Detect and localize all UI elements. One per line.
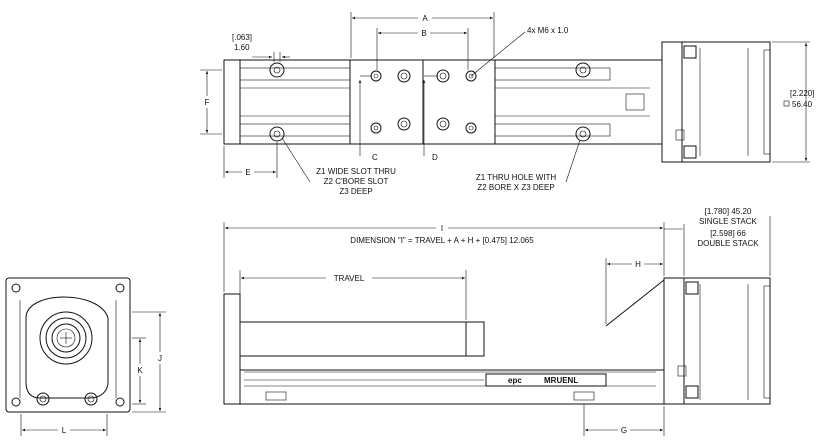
dim-d-label: D [432, 153, 438, 162]
travel-label: TRAVEL [334, 274, 365, 283]
motor-flange [5, 277, 131, 413]
slot-dim-mm: 1.60 [234, 43, 250, 52]
slot-dim-inches: [.063] [232, 33, 252, 42]
end-view: J K L [5, 277, 166, 436]
thru-hole-top-right [575, 62, 591, 78]
slot-hole-bottom-left [269, 126, 285, 142]
stack-double-label: DOUBLE STACK [697, 239, 759, 248]
slot-hole-top-left [269, 62, 285, 78]
height-dim-mm: 56.40 [792, 100, 813, 109]
stack-double-dim: [2.598] 66 [710, 229, 746, 238]
dim-b-label: B [421, 29, 426, 38]
dim-e-label: E [245, 168, 250, 177]
hole-note-line-1: Z1 THRU HOLE WITH [476, 173, 557, 182]
dim-g-label: G [621, 426, 627, 435]
stack-single-label: SINGLE STACK [699, 217, 757, 226]
height-dim-inches: [2.220] [790, 89, 814, 98]
slot-note-line-1: Z1 WIDE SLOT THRU [316, 167, 396, 176]
brand-logo-left: epc [508, 376, 522, 385]
top-view: A B 4x M6 x 1.0 [.063] 1.60 F E C [200, 12, 814, 196]
dim-c-label: C [372, 153, 378, 162]
dim-k-label: K [137, 366, 143, 375]
stack-single-dim: [1.780] 45.20 [705, 207, 752, 216]
dim-f-label: F [205, 98, 210, 107]
brand-logo-right: MRUENL [544, 376, 578, 385]
screw-callout: 4x M6 x 1.0 [527, 26, 569, 35]
side-view: epc MRUENL I DIMENSION "I" = TRAVEL + A … [223, 207, 771, 436]
dim-a-label: A [422, 14, 428, 23]
actuator-body-side [239, 369, 665, 405]
hole-note-line-2: Z2 BORE X Z3 DEEP [477, 183, 554, 192]
dim-i-formula: DIMENSION "I" = TRAVEL + A + H + [0.475]… [350, 236, 534, 245]
dim-j-label: J [158, 354, 162, 363]
slot-note-line-3: Z3 DEEP [339, 187, 372, 196]
dim-h-label: H [635, 260, 641, 269]
dim-i-label: I [441, 224, 443, 233]
bearing-outer [39, 311, 93, 365]
thru-hole-bottom-right [575, 126, 591, 142]
motor-top-view [661, 41, 771, 163]
dim-l-label: L [62, 426, 67, 435]
motor-side-view [605, 277, 771, 405]
slot-note-line-2: Z2 C'BORE SLOT [324, 177, 389, 186]
